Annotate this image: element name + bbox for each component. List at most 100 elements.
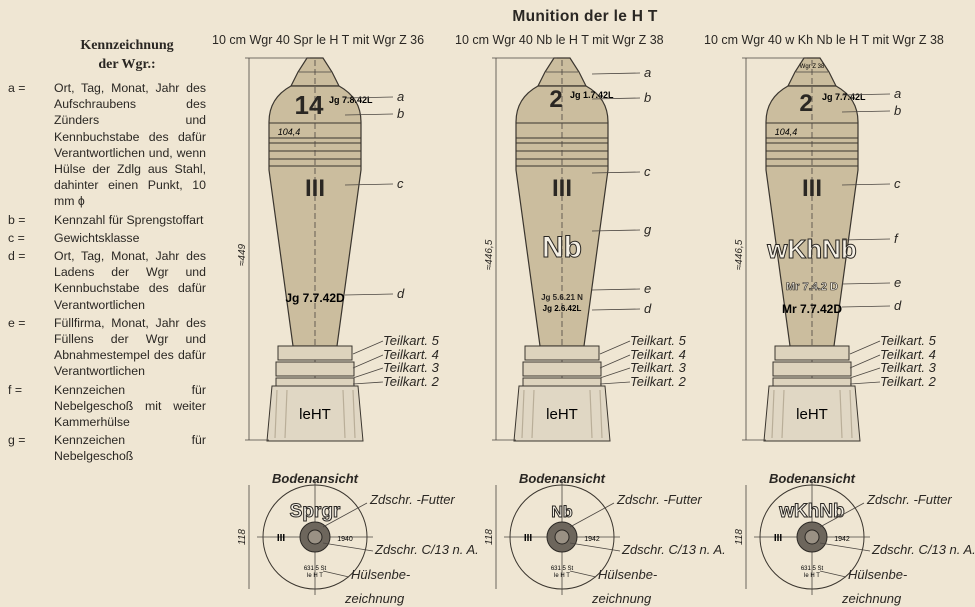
- base-weight-class: III: [774, 533, 783, 544]
- case-stamp: 631 5 St: [304, 566, 327, 572]
- legend-key: e =: [8, 315, 26, 330]
- fuze-marking: Wgr Z 38: [800, 64, 825, 70]
- teilkart-label: Teilkart. 5: [383, 333, 440, 348]
- callout-letter-d: d: [894, 298, 902, 313]
- callout-letter-d: d: [644, 301, 652, 316]
- stamp-d: Mr 7.7.42D: [782, 302, 842, 316]
- callout-letter-c: c: [894, 176, 901, 191]
- callout-letter-b: b: [397, 106, 404, 121]
- legend-item: d =Ort, Tag, Monat, Jahr des Ladens der …: [8, 248, 206, 313]
- filler-number: 2: [799, 90, 812, 117]
- stamp-d: Jg 2.6.42L: [543, 304, 582, 313]
- shell-1-caption: 10 cm Wgr 40 Spr le H T mit Wgr Z 36: [212, 33, 425, 47]
- legend-key: b =: [8, 212, 26, 227]
- legend-item: g = Kennzeichen für Nebelgeschoß: [8, 432, 206, 464]
- base-view-title: Bodenansicht: [769, 471, 856, 486]
- teilkart-label: Teilkart. 4: [630, 347, 686, 362]
- base-diameter-label: 118: [484, 529, 495, 545]
- stamp-e: Mr 7.4.2 D: [786, 281, 838, 293]
- callout-letter-f: f: [894, 231, 899, 246]
- teilkart-label: Teilkart. 2: [630, 374, 687, 389]
- callout-letter-e: e: [644, 281, 651, 296]
- callout-letter-d: d: [397, 286, 405, 301]
- base-diameter-label: 118: [734, 529, 745, 545]
- shell-2-caption: 10 cm Wgr 40 Nb le H T mit Wgr Z 38: [455, 33, 664, 47]
- legend-heading-line1: Kennzeichnung: [80, 38, 174, 53]
- legend-text: Füllfirma, Monat, Jahr des Füllens der W…: [54, 315, 206, 379]
- callout-letter-a: a: [644, 65, 651, 80]
- legend-item: a =Ort, Tag, Monat, Jahr des Aufschraube…: [8, 80, 206, 210]
- legend-text: Kennzeichen für Nebelgeschoß: [54, 433, 206, 464]
- stamp-d: Jg 7.7.42D: [285, 291, 345, 305]
- case-marking-label: zeichnung: [591, 591, 652, 606]
- teilkart-label: Teilkart. 3: [630, 360, 687, 375]
- teilkart-label: Teilkart. 5: [880, 333, 937, 348]
- shell-3-caption: 10 cm Wgr 40 w Kh Nb le H T mit Wgr Z 38: [704, 33, 944, 47]
- case-stamp: le H T: [307, 573, 323, 579]
- stamp-a: Jg 7.7.42L: [822, 92, 866, 102]
- base-year: 1942: [834, 536, 850, 543]
- case-stamp: 631 5 St: [801, 566, 824, 572]
- futter-label: Zdschr. -Futter: [866, 492, 952, 507]
- case-label: leHT: [546, 406, 578, 423]
- case-marking-label: zeichnung: [841, 591, 902, 606]
- callout-letter-e: e: [894, 275, 901, 290]
- legend-text: Ort, Tag, Monat, Jahr des Aufschraubens …: [54, 81, 206, 209]
- base-weight-class: III: [277, 533, 286, 544]
- case-stamp: 631 5 St: [551, 566, 574, 572]
- base-weight-class: III: [524, 533, 533, 544]
- zdschr-label: Zdschr. C/13 n. A.: [871, 542, 975, 557]
- legend-item: f = Kennzeichen für Nebelgeschoß mit weit…: [8, 382, 206, 431]
- legend-item: e = Füllfirma, Monat, Jahr des Füllens de…: [8, 315, 206, 380]
- diameter-label: 104,4: [278, 127, 301, 137]
- marking-legend: Kennzeichnung der Wgr.: a =Ort, Tag, Mona…: [8, 36, 206, 467]
- base-view-title: Bodenansicht: [272, 471, 359, 486]
- base-view-title: Bodenansicht: [519, 471, 606, 486]
- base-mark: Sprgr: [290, 501, 341, 522]
- case-marking-label: zeichnung: [344, 591, 405, 606]
- stamp-a: Jg 1.7.42L: [570, 90, 614, 100]
- legend-text: Gewichtsklasse: [54, 230, 140, 245]
- stamp-a: Jg 7.8.42L: [329, 95, 373, 105]
- teilkart-label: Teilkart. 3: [880, 360, 937, 375]
- callout-letter-a: a: [397, 89, 404, 104]
- zdschr-label: Zdschr. C/13 n. A.: [374, 542, 479, 557]
- teilkart-label: Teilkart. 2: [880, 374, 937, 389]
- filler-number: 14: [295, 90, 324, 120]
- base-year: 1942: [584, 536, 600, 543]
- legend-key: f =: [8, 382, 23, 397]
- legend-key: c =: [8, 230, 25, 245]
- callout-letter-c: c: [397, 176, 404, 191]
- legend-heading: Kennzeichnung der Wgr.:: [8, 36, 206, 74]
- callout-letter-g: g: [644, 222, 652, 237]
- height-label: ≈446,5: [734, 239, 745, 270]
- legend-heading-line2: der Wgr.:: [98, 57, 156, 72]
- futter-label: Zdschr. -Futter: [369, 492, 455, 507]
- teilkart-label: Teilkart. 2: [383, 374, 440, 389]
- stamp-e: Jg 5.6.21 N: [541, 293, 583, 302]
- futter-label: Zdschr. -Futter: [616, 492, 702, 507]
- callout-letter-a: a: [894, 86, 901, 101]
- case-marking-label: Hülsenbe-: [598, 567, 658, 582]
- weight-class: III: [305, 175, 325, 202]
- case-marking-label: Hülsenbe-: [351, 567, 411, 582]
- legend-text: Kennzeichen für Nebelgeschoß mit weiter …: [54, 382, 206, 430]
- legend-key: d =: [8, 249, 26, 264]
- fill-mark: wKhNb: [766, 234, 857, 264]
- base-diameter-label: 118: [237, 529, 248, 545]
- zdschr-label: Zdschr. C/13 n. A.: [621, 542, 726, 557]
- height-label: ≈446,5: [484, 239, 495, 270]
- base-mark: Nb: [551, 504, 573, 521]
- weight-class: III: [802, 175, 822, 202]
- legend-key: g =: [8, 433, 26, 448]
- base-mark: wKhNb: [778, 501, 844, 522]
- teilkart-label: Teilkart. 5: [630, 333, 687, 348]
- weight-class: III: [552, 175, 572, 202]
- height-label: ≈449: [237, 243, 248, 266]
- legend-item: b =Kennzahl für Sprengstoffart: [8, 212, 206, 228]
